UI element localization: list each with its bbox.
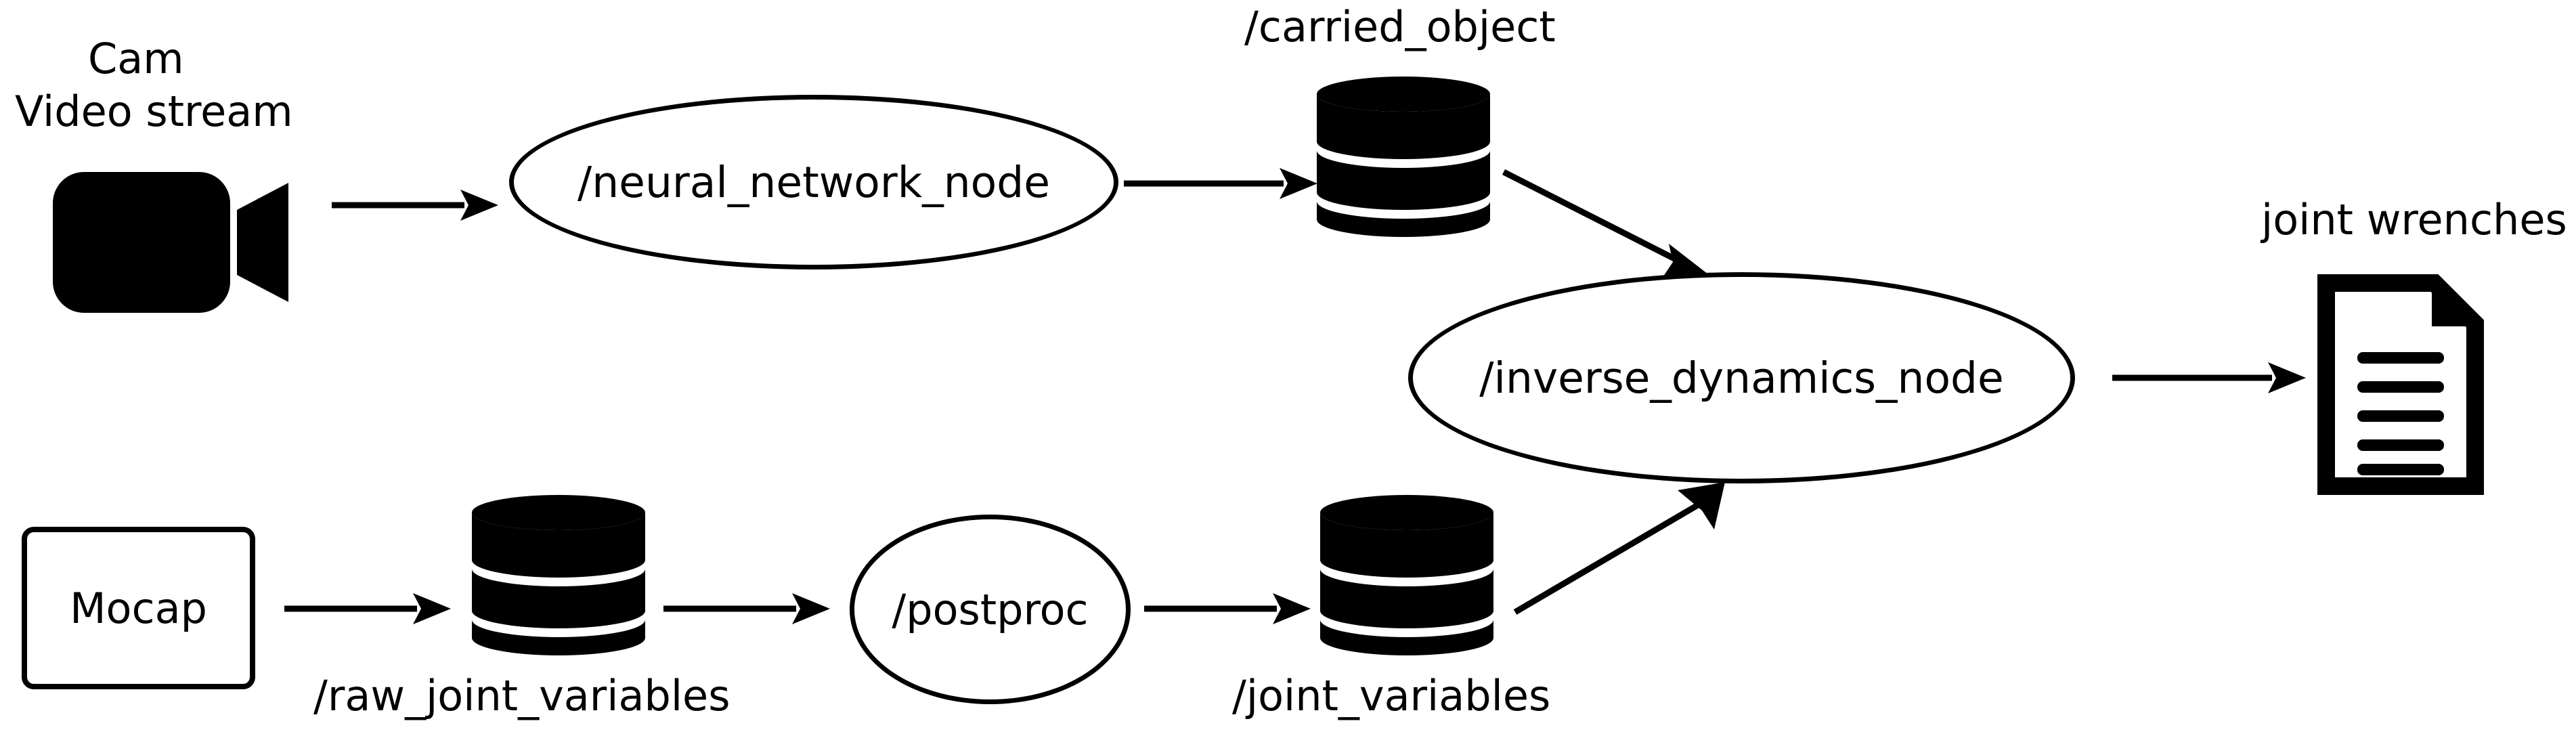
edge-camera-to-neural-network — [332, 184, 501, 226]
topic-label-carried-object: /carried_object — [1244, 2, 1556, 51]
video-camera-icon — [53, 168, 290, 317]
node-neural-network-node-label: /neural_network_node — [577, 157, 1050, 207]
edge-raw-joint-variables-to-postproc — [663, 588, 833, 630]
camera-caption-cam: Cam — [88, 34, 184, 83]
node-postproc-label: /postproc — [892, 584, 1089, 634]
output-label-joint-wrenches: joint wrenches — [2261, 195, 2567, 244]
camera-caption-video-stream: Video stream — [15, 87, 293, 136]
edge-mocap-to-raw-joint-variables — [284, 588, 454, 630]
edge-inverse-dynamics-to-joint-wrenches — [2112, 357, 2309, 399]
node-inverse-dynamics-node[interactable]: /inverse_dynamics_node — [1408, 272, 2075, 483]
node-mocap-label: Mocap — [70, 583, 207, 633]
node-mocap[interactable]: Mocap — [22, 527, 255, 689]
node-postproc[interactable]: /postproc — [850, 515, 1131, 704]
topic-label-raw-joint-variables: /raw_joint_variables — [313, 671, 730, 720]
edge-neural-network-to-carried-object — [1124, 163, 1320, 204]
database-cylinder-icon-carried-object — [1313, 76, 1493, 240]
database-cylinder-icon-raw-joint-variables — [468, 494, 649, 659]
topic-label-joint-variables: /joint_variables — [1232, 671, 1551, 720]
node-inverse-dynamics-node-label: /inverse_dynamics_node — [1479, 353, 2004, 403]
edge-postproc-to-joint-variables — [1144, 588, 1313, 630]
edge-joint-variables-to-inverse-dynamics — [1511, 481, 1734, 616]
database-cylinder-icon-joint-variables — [1317, 494, 1497, 659]
edge-carried-object-to-inverse-dynamics — [1500, 168, 1723, 290]
document-icon-joint-wrenches — [2317, 274, 2485, 495]
node-neural-network-node[interactable]: /neural_network_node — [509, 95, 1118, 269]
